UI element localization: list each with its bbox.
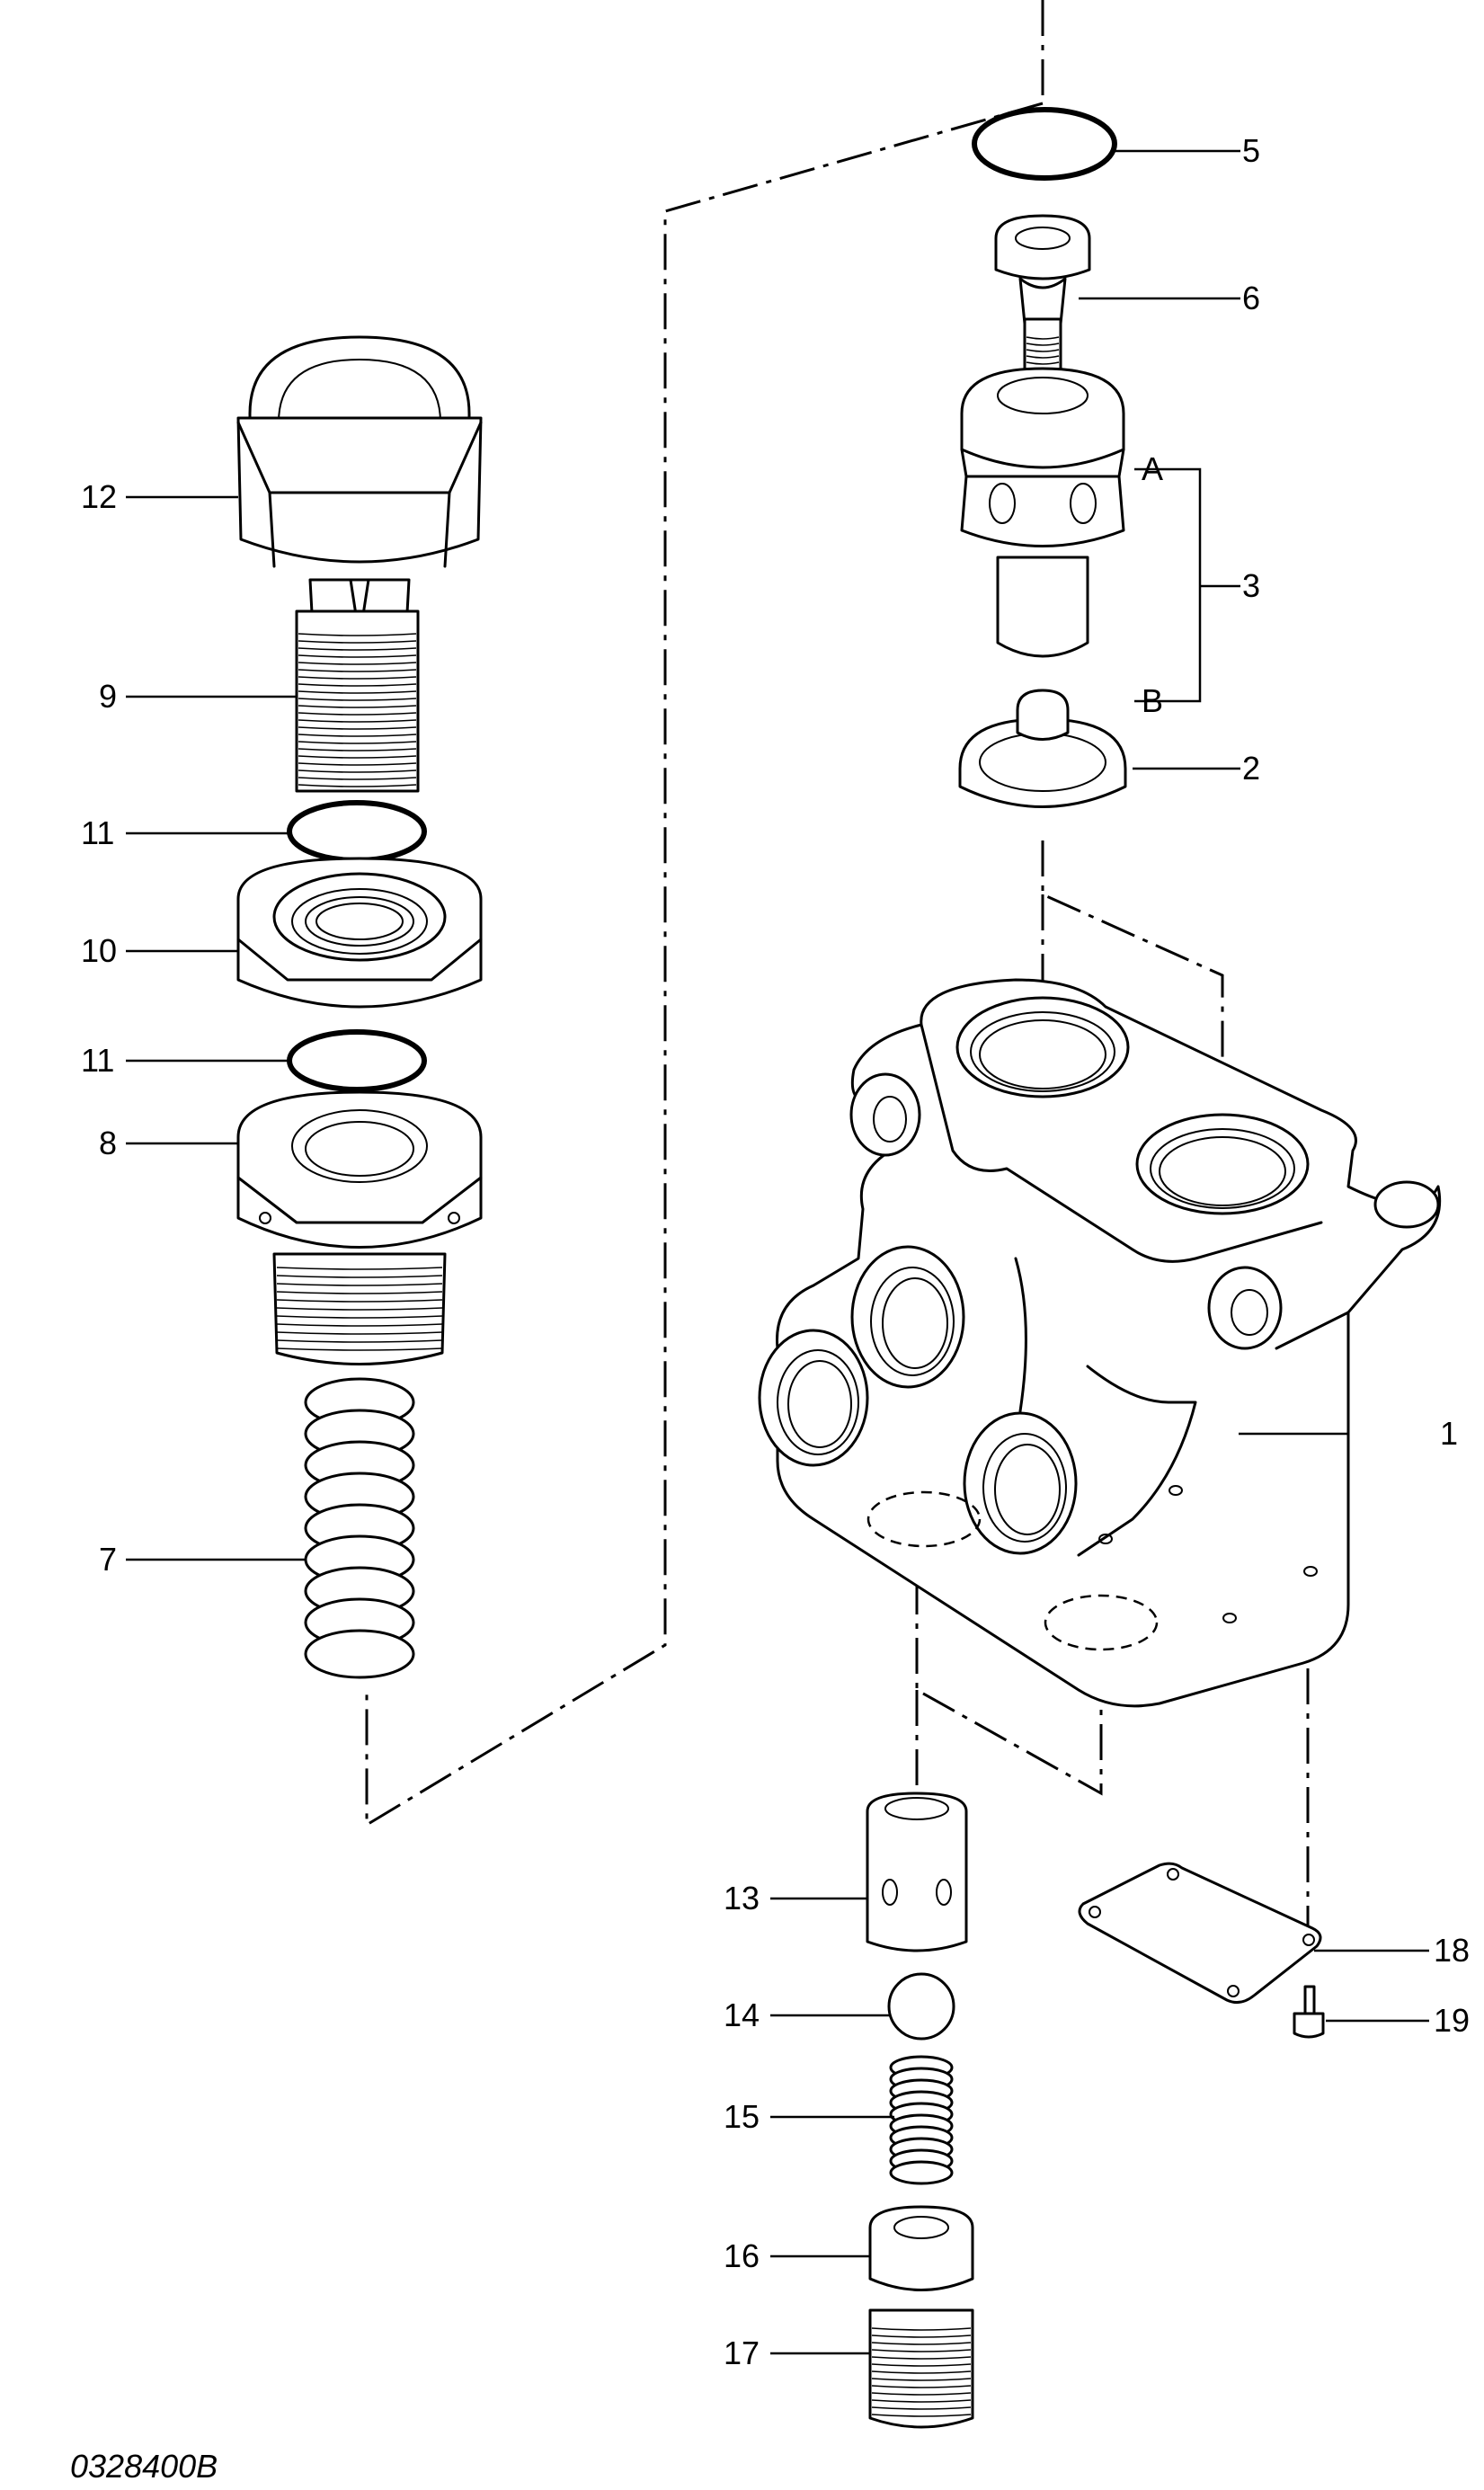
part-15-spring (889, 2055, 954, 2185)
part-8-adaptor-nut (236, 1090, 483, 1365)
part-6-poppet (994, 214, 1091, 388)
callout-A: A (1142, 450, 1163, 487)
part-19-screw (1293, 1985, 1325, 2039)
callout-7: 7 (99, 1541, 117, 1578)
part-1-valve-housing (758, 978, 1442, 1708)
part-7-spring (304, 1377, 415, 1679)
callout-8: 8 (99, 1125, 117, 1161)
callout-1: 1 (1440, 1415, 1458, 1452)
callout-11-lower: 11 (81, 1042, 114, 1079)
part-5-oring (972, 107, 1117, 181)
callout-18: 18 (1434, 1932, 1470, 1969)
part-2-seat (958, 689, 1127, 808)
callout-15: 15 (724, 2098, 760, 2135)
part-14-ball (887, 1972, 955, 2041)
callout-14: 14 (724, 1996, 760, 2033)
part-18-plate (1078, 1862, 1322, 2005)
part-11-oring-upper (287, 800, 427, 863)
part-11-oring-lower (287, 1029, 427, 1092)
callout-11-upper: 11 (81, 814, 114, 851)
callout-B: B (1142, 682, 1163, 719)
part-13-sleeve (866, 1792, 968, 1952)
part-10-lock-nut (236, 857, 483, 1009)
part-3-valve-sleeve (960, 367, 1125, 658)
callout-labels: 5 6 A 3 B 2 1 12 9 11 10 11 8 7 13 14 15… (81, 132, 1470, 2371)
drawing-code: 0328400B (70, 2448, 218, 2485)
part-12-cap-nut (236, 335, 483, 568)
part-16-spring-seat (868, 2205, 974, 2291)
callout-3: 3 (1242, 567, 1260, 604)
part-9-threaded-stem (295, 578, 420, 793)
callout-13: 13 (724, 1880, 760, 1916)
callout-17: 17 (724, 2334, 760, 2371)
callout-12: 12 (81, 478, 117, 515)
callout-5: 5 (1242, 132, 1260, 169)
callout-10: 10 (81, 932, 117, 969)
callout-16: 16 (724, 2237, 760, 2274)
callout-9: 9 (99, 678, 117, 715)
callout-2: 2 (1242, 750, 1260, 787)
part-17-plug (868, 2308, 974, 2429)
leader-lines (126, 149, 1429, 2355)
callout-19: 19 (1434, 2002, 1470, 2039)
callout-6: 6 (1242, 280, 1260, 316)
